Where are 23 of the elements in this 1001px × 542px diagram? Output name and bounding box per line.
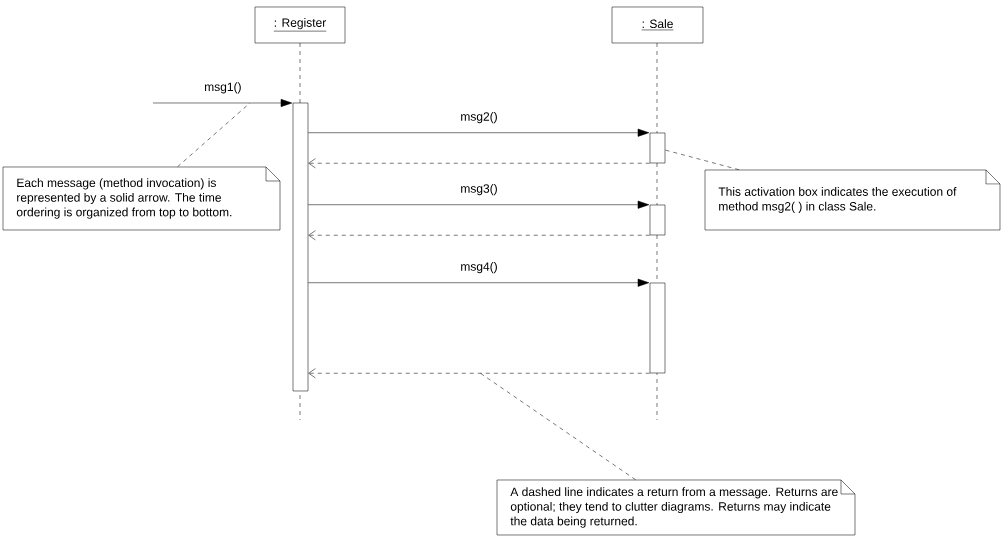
message-label: msg2() <box>459 110 499 125</box>
message-arrow <box>152 99 293 107</box>
note: Each message (method invocation) is represented by a solid arrow. The time ordering is organized from top to bottom. <box>2 166 281 231</box>
return-arrow <box>308 158 650 169</box>
activation-bar <box>649 204 666 236</box>
object-box: : Sale <box>611 6 704 44</box>
activation-bar <box>649 282 666 374</box>
return-arrow <box>308 368 650 379</box>
message-arrow <box>308 200 650 209</box>
activation-bar <box>649 132 666 164</box>
note: A dashed line indicates a return from a message. Returns are optional; they tend to clutter diagrams. Returns may indicate the data being returned. <box>496 479 856 536</box>
message-arrow <box>308 128 650 137</box>
message-label: msg4() <box>459 260 499 275</box>
leader-line <box>665 149 740 170</box>
note: This activation box indicates the execution of method msg2( ) in class Sale. <box>704 169 1001 231</box>
leader-line <box>479 372 636 480</box>
message-arrow <box>308 278 650 287</box>
return-arrow <box>308 230 650 241</box>
message-label: msg1() <box>202 80 243 95</box>
activation-bar <box>292 102 309 392</box>
message-label: msg3() <box>459 182 499 197</box>
object-box: : Register <box>254 6 346 44</box>
leader-line <box>177 102 251 167</box>
